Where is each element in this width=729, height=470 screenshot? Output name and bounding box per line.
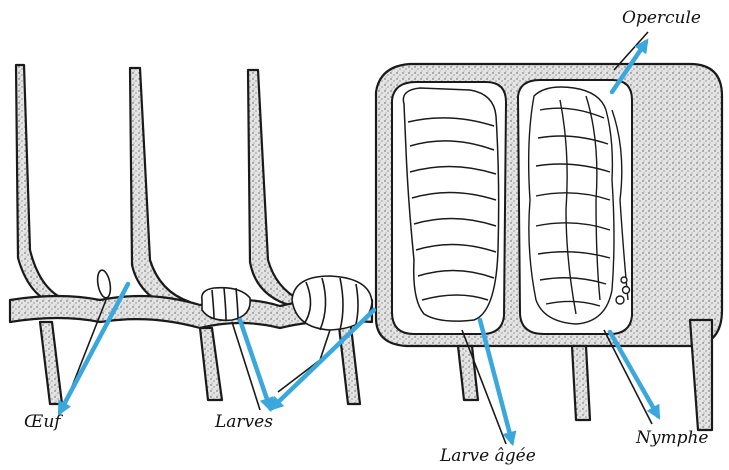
wall-lower-1 — [40, 322, 62, 404]
label-larves: Larves — [215, 414, 273, 431]
label-oeuf: Œuf — [24, 414, 61, 431]
wall-2 — [130, 68, 190, 310]
wall-lower-6 — [690, 320, 712, 430]
wall-1 — [16, 65, 66, 305]
label-nymphe: Nymphe — [636, 430, 709, 447]
old-larva-drawing — [403, 88, 498, 321]
wall-3 — [248, 70, 300, 306]
wall-lower-2 — [200, 328, 222, 400]
label-opercule: Opercule — [622, 10, 701, 27]
wall-lower-5 — [572, 346, 590, 420]
egg-drawing — [96, 269, 113, 299]
label-larve-agee: Larve âgée — [440, 448, 536, 465]
wall-lower-4 — [458, 346, 478, 400]
